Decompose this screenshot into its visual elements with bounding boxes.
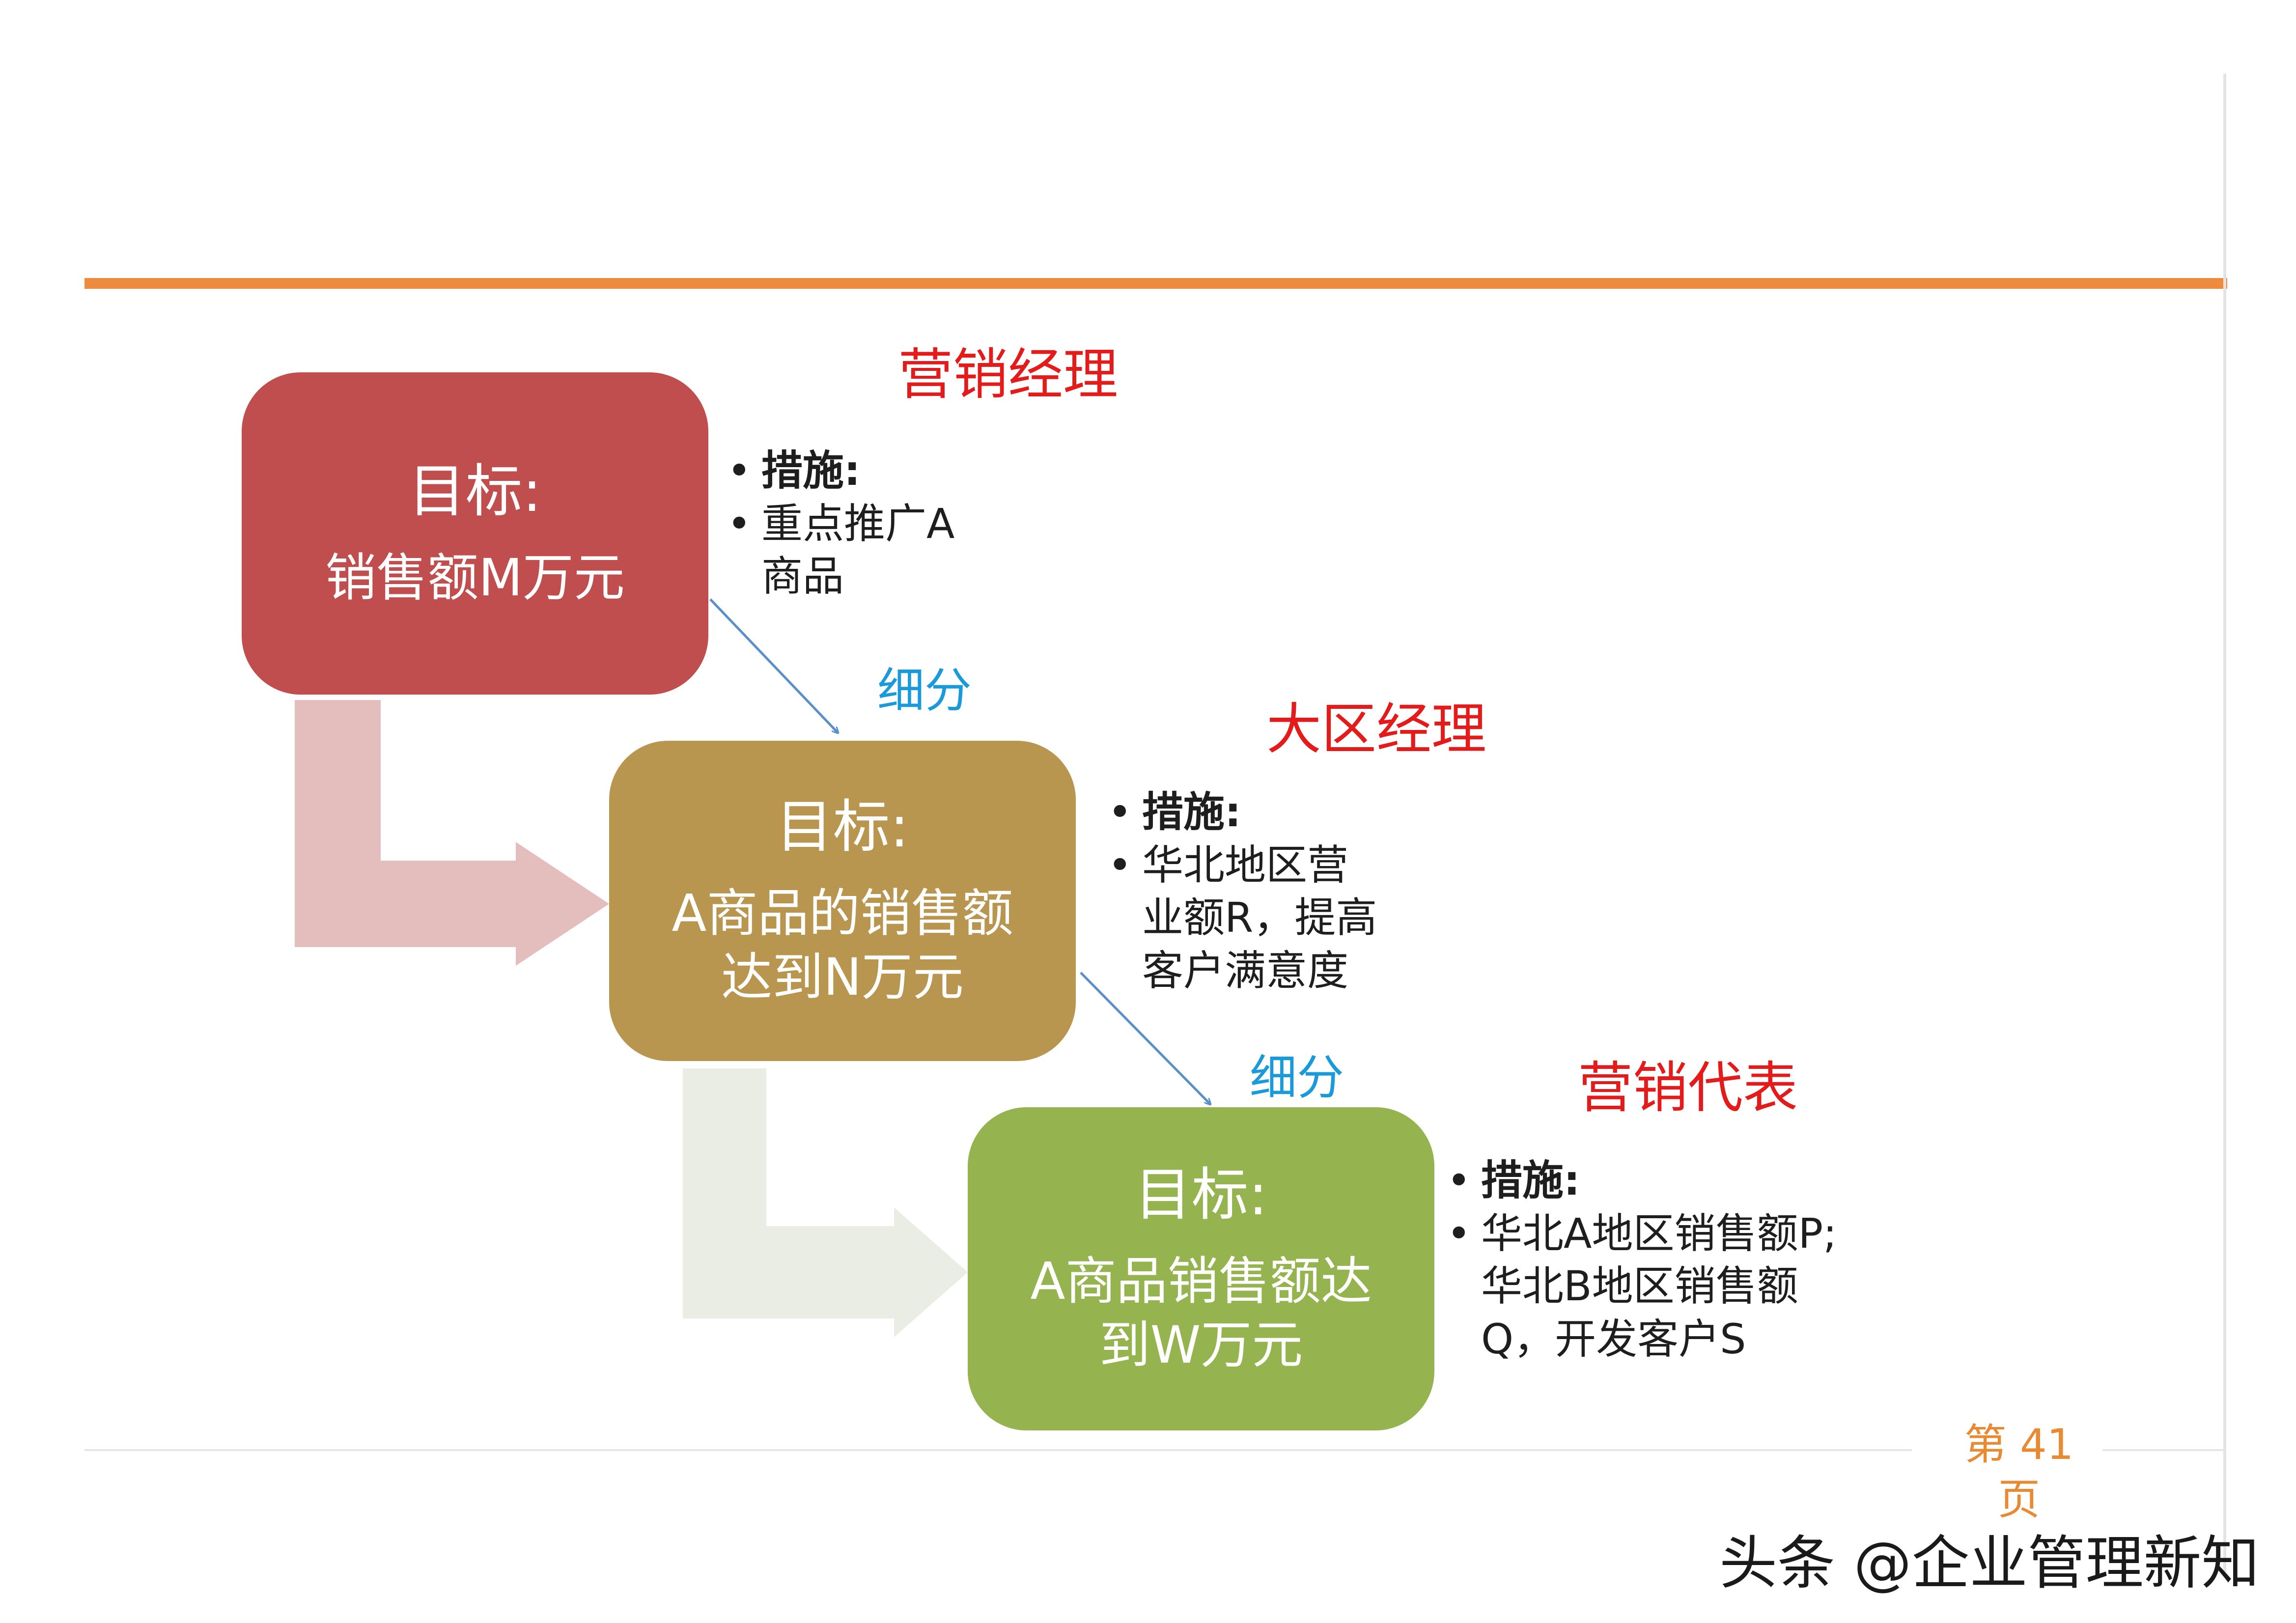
measures-heading: 措施:	[1142, 788, 1241, 836]
measures-list-level-2: •措施: •华北地区营 业额R，提高 客户满意度	[1108, 786, 1461, 997]
measures-list-level-1: •措施: •重点推广A 商品	[727, 445, 1041, 603]
goal-body: A商品销售额达到W万元	[1030, 1251, 1372, 1375]
measures-item: 华北A地区销售额P; 华北B地区销售额 Q，开发客户S	[1481, 1209, 1837, 1363]
bullet-icon: •	[727, 499, 752, 548]
right-border	[2223, 74, 2226, 1572]
measures-list-level-3: •措施: •华北A地区销售额P; 华北B地区销售额 Q，开发客户S	[1447, 1154, 1913, 1366]
measures-heading: 措施:	[761, 447, 861, 495]
goal-box-level-1: 目标: 销售额M万元	[242, 372, 708, 695]
bullet-icon: •	[1108, 840, 1132, 889]
header-divider	[84, 278, 2227, 289]
block-arrow-2	[683, 1068, 968, 1337]
goal-title: 目标:	[1134, 1162, 1268, 1229]
subdivide-arrow-2	[1080, 972, 1210, 1104]
subdivide-label: 细分	[1250, 1050, 1344, 1105]
page-number: 第 41 页	[1945, 1418, 2093, 1528]
page-number-prefix: 第	[1964, 1420, 2007, 1469]
measures-item: 华北地区营 业额R，提高 客户满意度	[1142, 840, 1377, 995]
goal-body: 销售额M万元	[325, 547, 625, 608]
subdivide-label: 细分	[877, 663, 972, 718]
goal-title: 目标:	[776, 794, 909, 861]
bullet-icon: •	[727, 447, 752, 495]
role-label-sales-rep: 营销代表	[1578, 1056, 1798, 1120]
measures-item: 重点推广A 商品	[761, 499, 955, 601]
role-label-marketing-manager: 营销经理	[898, 343, 1118, 407]
goal-box-level-2: 目标: A商品的销售额达到N万元	[609, 741, 1076, 1061]
goal-box-level-3: 目标: A商品销售额达到W万元	[968, 1107, 1434, 1430]
bullet-icon: •	[1447, 1156, 1471, 1204]
block-arrow-1	[295, 700, 609, 966]
goal-body: A商品的销售额达到N万元	[672, 883, 1013, 1007]
subdivide-arrow-1	[709, 598, 838, 733]
watermark-text: 头条 @企业管理新知	[1719, 1529, 2260, 1597]
goal-title: 目标:	[408, 458, 542, 525]
bullet-icon: •	[1447, 1209, 1471, 1258]
page-number-suffix: 页	[1998, 1475, 2040, 1524]
footer-divider-right	[2102, 1449, 2226, 1451]
footer-divider	[84, 1449, 1912, 1451]
bullet-icon: •	[1108, 788, 1132, 836]
role-label-regional-manager: 大区经理	[1266, 698, 1486, 761]
measures-heading: 措施:	[1481, 1156, 1580, 1204]
page-number-value: 41	[2019, 1420, 2074, 1469]
